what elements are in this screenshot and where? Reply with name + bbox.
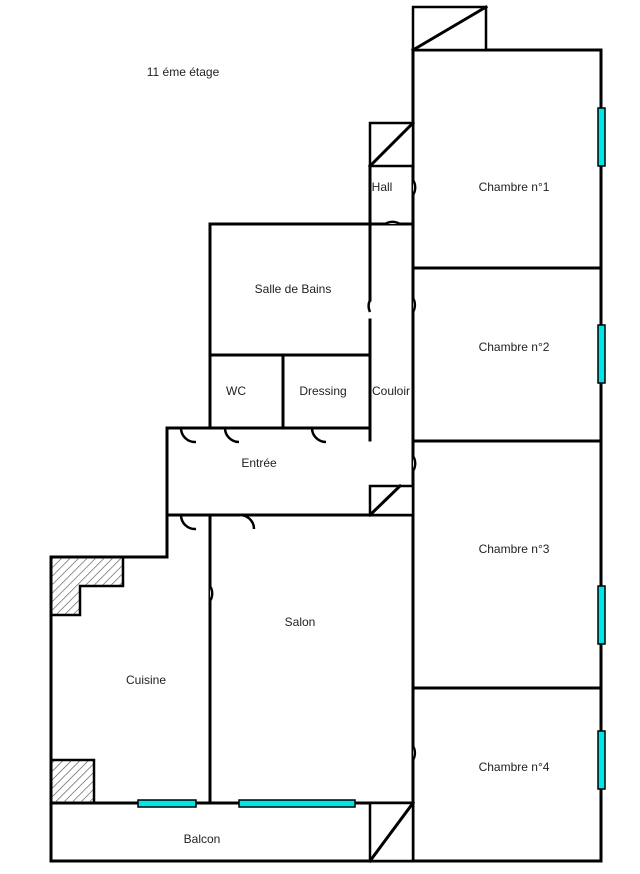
label-entree: Entrée bbox=[241, 456, 277, 470]
label-wc: WC bbox=[226, 384, 246, 398]
bedrooms-block bbox=[411, 48, 603, 863]
door-chambre3 bbox=[411, 455, 417, 472]
door-wc bbox=[179, 427, 197, 444]
label-chambre2: Chambre n°2 bbox=[479, 340, 550, 354]
window-chambre4 bbox=[597, 730, 606, 790]
door-chambre2 bbox=[411, 297, 417, 313]
door-wc-2 bbox=[223, 427, 240, 444]
label-balcon: Balcon bbox=[184, 832, 221, 846]
door-dressing bbox=[310, 427, 327, 444]
door-hall bbox=[384, 220, 401, 226]
label-couloir: Couloir bbox=[372, 384, 410, 398]
label-salle-de-bains: Salle de Bains bbox=[255, 282, 332, 296]
door-salle-de-bains bbox=[367, 299, 372, 313]
doors[interactable] bbox=[179, 179, 417, 761]
door-cuisine bbox=[179, 514, 197, 531]
labels: 11 éme étage Chambre n°1 Chambre n°2 Cha… bbox=[126, 65, 550, 846]
pillar-bottom-left bbox=[49, 758, 96, 805]
window-chambre1 bbox=[597, 107, 606, 167]
window-salon bbox=[238, 799, 356, 808]
door-salon bbox=[238, 513, 256, 530]
entree-walls bbox=[165, 426, 415, 559]
label-cuisine: Cuisine bbox=[126, 673, 166, 687]
label-dressing: Dressing bbox=[299, 384, 346, 398]
floor-title: 11 éme étage bbox=[147, 65, 220, 79]
window-cuisine bbox=[137, 799, 197, 808]
hatched-pillars bbox=[49, 555, 125, 805]
label-hall: Hall bbox=[372, 180, 393, 194]
window-chambre2 bbox=[597, 324, 606, 384]
label-chambre4: Chambre n°4 bbox=[479, 760, 550, 774]
top-shaft bbox=[410, 4, 489, 53]
door-chambre4 bbox=[411, 745, 417, 761]
pillar-top-left bbox=[49, 555, 125, 617]
label-salon: Salon bbox=[285, 615, 316, 629]
door-salon-cuisine bbox=[208, 585, 214, 602]
windows bbox=[137, 107, 606, 808]
label-chambre1: Chambre n°1 bbox=[479, 180, 550, 194]
label-chambre3: Chambre n°3 bbox=[479, 542, 550, 556]
door-chambre1 bbox=[411, 179, 417, 196]
window-chambre3 bbox=[597, 585, 606, 645]
